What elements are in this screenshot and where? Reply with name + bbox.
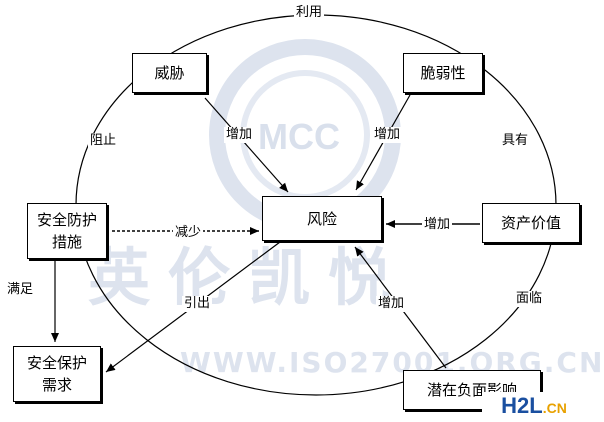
watermark-brand: 英伦凯悦 [88,241,409,314]
watermark-emblem-text: MCC [258,116,340,157]
node-protection-requirement: 安全保护需求 [13,346,101,402]
edge-label-faces: 面临 [514,291,545,307]
edge-label-prevents: 阻止 [88,133,119,149]
edge-label-reduces: 减少 [173,225,204,241]
node-vulnerability: 脆弱性 [403,53,483,93]
edge-label-impact-increases: 增加 [376,296,407,312]
edge-label-asset-increases: 增加 [422,217,453,233]
node-threat: 威胁 [132,53,207,93]
risk-relationship-diagram: MCC 英伦凯悦 WWW.ISO27001.ORG.CN 利用 阻止 具有 增加… [5,5,602,420]
edge-label-threat-increases: 增加 [224,127,255,143]
edge-label-vulnerability-increases: 增加 [372,127,403,143]
edge-label-leads-to: 引出 [182,296,213,312]
edge-label-has: 具有 [500,133,531,149]
node-asset-value: 资产价值 [482,203,580,243]
edge-label-exploits: 利用 [294,5,325,21]
node-safeguard: 安全防护措施 [27,203,107,259]
arrow-threat-to-risk [204,97,289,193]
edge-label-satisfies: 满足 [5,282,36,298]
node-potential-impact: 潜在负面影响 [403,370,541,410]
node-risk: 风险 [262,196,382,241]
corner-logo: H2L.CN [482,392,586,420]
